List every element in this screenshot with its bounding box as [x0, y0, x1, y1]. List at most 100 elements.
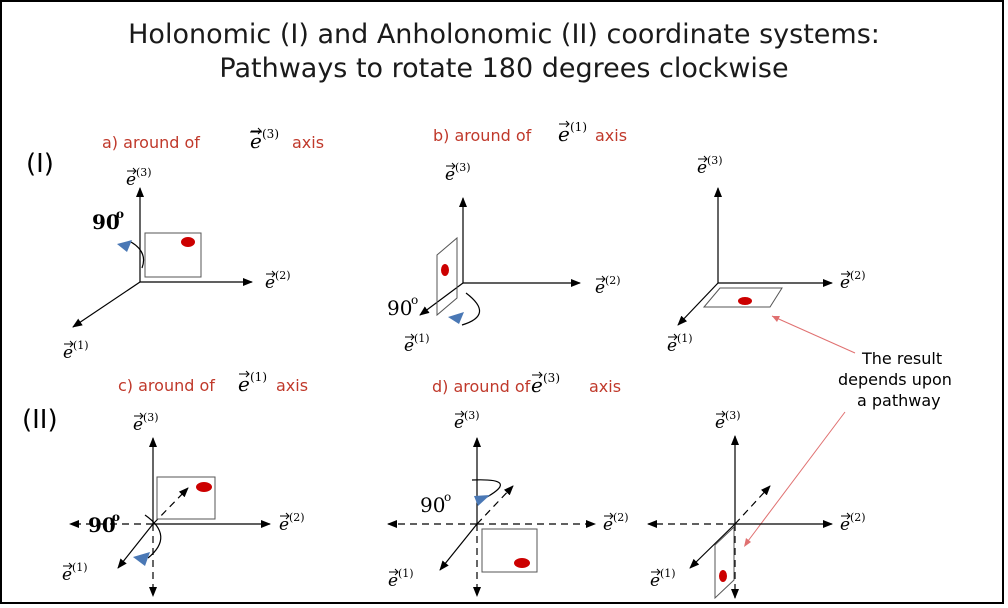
panel-b-dot — [441, 264, 449, 276]
panel-c-label-e1: e(1) — [62, 561, 88, 585]
panel-a-axes — [72, 187, 253, 328]
caption-a-suffix: axis — [292, 133, 324, 152]
panel-b-plane — [436, 236, 458, 317]
panel-d-arrowhead — [474, 495, 490, 506]
svg-text:e: e — [250, 129, 262, 153]
vector-arrow — [596, 275, 606, 283]
svg-text:e: e — [715, 413, 725, 433]
panel-d-angle: 90 — [420, 493, 445, 517]
svg-text:e: e — [133, 415, 143, 435]
panel-d-rotation-arc — [471, 479, 501, 498]
panel-c-degree: o — [112, 510, 120, 524]
panel-c-axes — [69, 437, 271, 597]
svg-text:e: e — [558, 122, 570, 146]
svg-text:e: e — [454, 413, 464, 433]
vector-arrow — [698, 155, 708, 163]
svg-text:e: e — [531, 373, 543, 397]
panel-c-label-e3: e(3) — [133, 411, 159, 435]
vector-arrow — [134, 412, 144, 420]
svg-text:(2): (2) — [605, 274, 621, 287]
svg-text:e: e — [279, 515, 289, 535]
panel-r1-label-e1: e(1) — [667, 332, 693, 356]
panel-d-label-e3: e(3) — [454, 409, 480, 433]
panel-a-arrowhead — [117, 240, 132, 252]
panel-b-label-e1: e(1) — [404, 332, 430, 356]
panel-r1-label-e3: e(3) — [697, 154, 723, 178]
panel-b-label-e2: e(2) — [595, 274, 621, 298]
panel-a-plane — [144, 232, 202, 278]
svg-text:(2): (2) — [289, 511, 305, 524]
panel-d-plane — [481, 528, 538, 573]
svg-text:e: e — [238, 372, 250, 396]
svg-text:(1): (1) — [398, 567, 414, 580]
panel-r1-label-e2: e(2) — [840, 269, 866, 293]
note-pointer-lower — [744, 411, 846, 546]
panel-r1-plane — [702, 287, 783, 308]
svg-text:(3): (3) — [464, 409, 480, 422]
svg-text:e: e — [840, 273, 850, 293]
panel-b-degree: o — [411, 293, 418, 307]
diagram-title: Holonomic (I) and Anholonomic (II) coord… — [0, 18, 1008, 86]
panel-a-label-e2: e(2) — [265, 269, 291, 293]
svg-text:e: e — [388, 571, 398, 591]
svg-text:(3): (3) — [707, 154, 723, 167]
panel-r2-label-e1: e(1) — [650, 567, 676, 591]
svg-text:e: e — [126, 170, 136, 190]
svg-text:(3): (3) — [136, 166, 152, 179]
caption-b-vector: e (1) — [558, 120, 587, 146]
svg-text:e: e — [63, 343, 73, 363]
svg-text:(3): (3) — [455, 161, 471, 174]
svg-text:e: e — [667, 336, 677, 356]
panel-r2-plane — [714, 525, 735, 600]
panel-a-angle: 90 — [92, 210, 120, 234]
note-pointer-upper — [771, 315, 856, 354]
svg-text:e: e — [404, 336, 414, 356]
title-line-1: Holonomic (I) and Anholonomic (II) coord… — [128, 19, 880, 50]
svg-text:depends upon: depends upon — [838, 370, 952, 389]
row-label-anholonomic: (II) — [22, 405, 58, 435]
svg-text:e: e — [445, 165, 455, 185]
panel-b-axes — [419, 197, 581, 316]
svg-text:(1): (1) — [72, 561, 88, 574]
panel-d-degree: o — [444, 490, 451, 504]
panel-d-label-e1: e(1) — [388, 567, 414, 591]
caption-d-prefix: d) around of — [432, 377, 531, 396]
vector-arrow — [446, 162, 456, 170]
svg-text:e: e — [840, 515, 850, 535]
svg-text:(1): (1) — [677, 332, 693, 345]
svg-text:(2): (2) — [613, 511, 629, 524]
svg-text:e: e — [603, 515, 613, 535]
vector-arrow — [127, 167, 137, 175]
svg-text:e: e — [650, 571, 660, 591]
panel-c-arrowhead — [133, 552, 150, 566]
panel-b-arrowhead — [448, 312, 464, 324]
panel-b-rotation-arc — [461, 292, 481, 326]
caption-b-suffix: axis — [595, 126, 627, 145]
vector-arrow — [63, 562, 73, 570]
panel-d-label-e2: e(2) — [603, 511, 629, 535]
svg-text:(3): (3) — [543, 371, 560, 385]
svg-text:e: e — [595, 278, 605, 298]
svg-text:(3): (3) — [725, 409, 741, 422]
vector-arrow — [389, 568, 399, 576]
panel-b-label-e3: e(3) — [445, 161, 471, 185]
panel-a-degree: o — [116, 207, 124, 221]
svg-text:(2): (2) — [850, 511, 866, 524]
svg-text:e: e — [697, 158, 707, 178]
vector-arrow — [604, 512, 614, 520]
panel-b-angle: 90 — [387, 296, 412, 320]
panel-d-dot — [514, 558, 530, 568]
svg-text:(1): (1) — [414, 332, 430, 345]
vector-arrow — [455, 410, 465, 418]
vector-arrow — [64, 340, 74, 348]
caption-d-vector: e (3) — [531, 371, 560, 397]
caption-c-prefix: c) around of — [118, 376, 215, 395]
caption-b-prefix: b) around of — [433, 126, 532, 145]
svg-text:(1): (1) — [250, 370, 267, 384]
svg-text:(1): (1) — [660, 567, 676, 580]
panel-c-label-e2: e(2) — [279, 511, 305, 535]
panel-r2-label-e3: e(3) — [715, 409, 741, 433]
svg-text:e: e — [62, 565, 72, 585]
